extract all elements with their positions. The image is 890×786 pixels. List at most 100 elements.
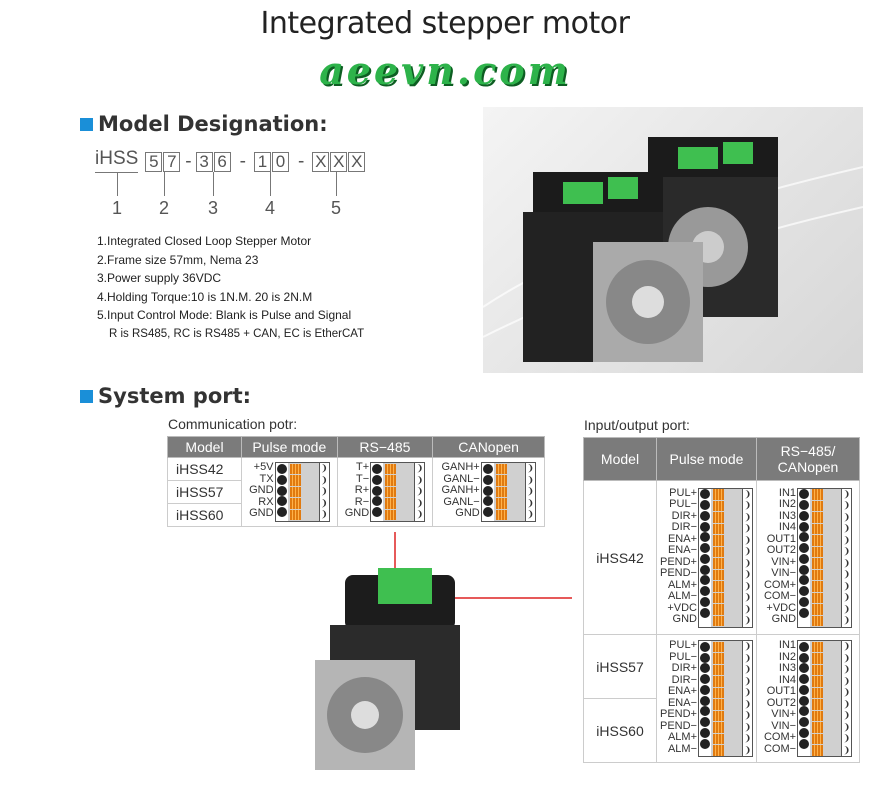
spring-clamp-icon (812, 500, 824, 511)
spring-clamp-icon (713, 699, 724, 710)
pin-hole-icon (799, 543, 810, 553)
spring-clamp-icon (812, 722, 824, 733)
pin-hole-icon (799, 510, 810, 521)
latch-icon: ❩ (842, 687, 851, 697)
code-digit: X (348, 152, 366, 172)
latch-icon: ❩ (415, 463, 424, 474)
terminal-housing (303, 463, 319, 521)
leader-line (336, 172, 337, 196)
pin-holes (371, 463, 384, 521)
latch-icon: ❩ (320, 486, 328, 497)
io-caption: Input/output port: (584, 417, 690, 433)
designation-number: 1 (112, 198, 123, 218)
communication-port-table: Model Pulse mode RS−485 CANopen iHSS42 +… (167, 436, 545, 527)
latch-icon: ❩ (842, 652, 851, 663)
pin-hole-icon (700, 663, 710, 674)
model-cell: iHSS42 (167, 457, 242, 481)
pin-label: ENA− (667, 696, 697, 709)
pin-label: IN2 (778, 498, 797, 510)
latch-icon: ❩ (842, 710, 851, 720)
latch-icon: ❩ (743, 603, 752, 614)
pin-hole-icon (700, 684, 710, 695)
latch-icon: ❩ (526, 497, 534, 508)
pin-hole-icon (799, 586, 810, 596)
pin-hole-icon (482, 485, 493, 496)
pin-hole-icon (799, 727, 810, 738)
pin-label: GANH+ (441, 461, 480, 474)
pin-latches: ❩❩❩❩❩❩❩❩❩❩❩❩ (841, 488, 852, 627)
pin-label: PUL+ (669, 486, 697, 499)
spring-clamp-icon (812, 615, 824, 626)
latch-icon: ❩ (743, 500, 752, 510)
code-digit: 1 (253, 152, 271, 172)
pin-hole-icon (372, 507, 383, 517)
latch-icon: ❩ (842, 615, 851, 625)
pin-labels: GANH+GANL−GANH+GANL−GND (442, 462, 481, 522)
spring-clamp-icon (713, 535, 724, 546)
spring-clamp-icon (713, 641, 724, 652)
pin-hole-icon (799, 553, 810, 564)
latch-icon: ❩ (743, 546, 752, 556)
leader-line (213, 172, 214, 196)
pin-hole-icon (372, 474, 383, 485)
pin-label: PUL− (669, 498, 697, 510)
latch-icon: ❩ (743, 733, 752, 743)
terminal-housing (509, 463, 525, 521)
spring-clamp-icon (812, 641, 824, 652)
spring-clamp-icon (713, 489, 724, 500)
terminal-block: PUL+PUL−DIR+DIR−ENA+ENA−PEND+PEND−ALM+AL… (657, 486, 756, 630)
pin-hole-icon (276, 485, 287, 496)
spring-clamp-icon (713, 710, 724, 721)
code-digit: X (312, 152, 330, 172)
latch-icon: ❩ (743, 652, 752, 663)
spring-clamp-icon (385, 498, 397, 509)
spring-clamp-icon (812, 523, 824, 534)
terminal-block: GANH+GANL−GANH+GANL−GND❩❩❩❩❩ (433, 460, 544, 524)
pin-label: GND (771, 613, 797, 625)
pin-hole-icon (700, 543, 710, 553)
latch-icon: ❩ (415, 486, 424, 497)
pin-hole-icon (700, 521, 710, 532)
pin-label: OUT1 (766, 532, 797, 545)
model-cell: iHSS57 (583, 634, 657, 699)
spring-clamp-icon (713, 523, 724, 534)
pin-holes (699, 641, 711, 756)
pin-label: IN3 (778, 662, 797, 674)
spring-clamp-icon (812, 512, 824, 523)
model-designation-heading: Model Designation: (80, 112, 328, 136)
latch-icon: ❩ (743, 744, 752, 755)
spring-clamp-icon (713, 500, 724, 511)
pin-hole-icon (700, 510, 710, 521)
pin-hole-icon (799, 695, 810, 706)
pin-label: IN4 (778, 673, 797, 686)
latch-icon: ❩ (415, 497, 424, 508)
pin-hole-icon (700, 727, 710, 738)
pin-label: T+ (355, 461, 370, 474)
spring-clamp-icon (495, 475, 507, 486)
pin-labels: T+T−R+R−GND (345, 462, 370, 522)
latch-icon: ❩ (415, 509, 424, 520)
pin-hole-icon (799, 596, 810, 607)
spring-clamp-icon (812, 699, 824, 710)
latch-icon: ❩ (526, 463, 534, 474)
column-header: CANopen (432, 436, 545, 458)
latch-icon: ❩ (842, 603, 851, 614)
pin-label: ENA+ (667, 532, 697, 545)
terminal-housing (825, 489, 841, 627)
pin-latches: ❩❩❩❩❩❩❩❩❩❩❩❩ (742, 488, 752, 627)
pin-hole-icon (799, 489, 810, 500)
dash: - (185, 151, 192, 172)
pin-springs (812, 489, 824, 627)
latch-icon: ❩ (842, 511, 851, 522)
pin-label: GND (249, 484, 274, 497)
pin-hole-icon (700, 652, 710, 663)
latch-icon: ❩ (842, 488, 851, 499)
spring-clamp-icon (812, 745, 824, 756)
latch-icon: ❩ (842, 698, 851, 709)
pin-label: GANH+ (441, 484, 480, 497)
latch-icon: ❩ (526, 509, 534, 520)
pin-hole-icon (799, 652, 810, 663)
